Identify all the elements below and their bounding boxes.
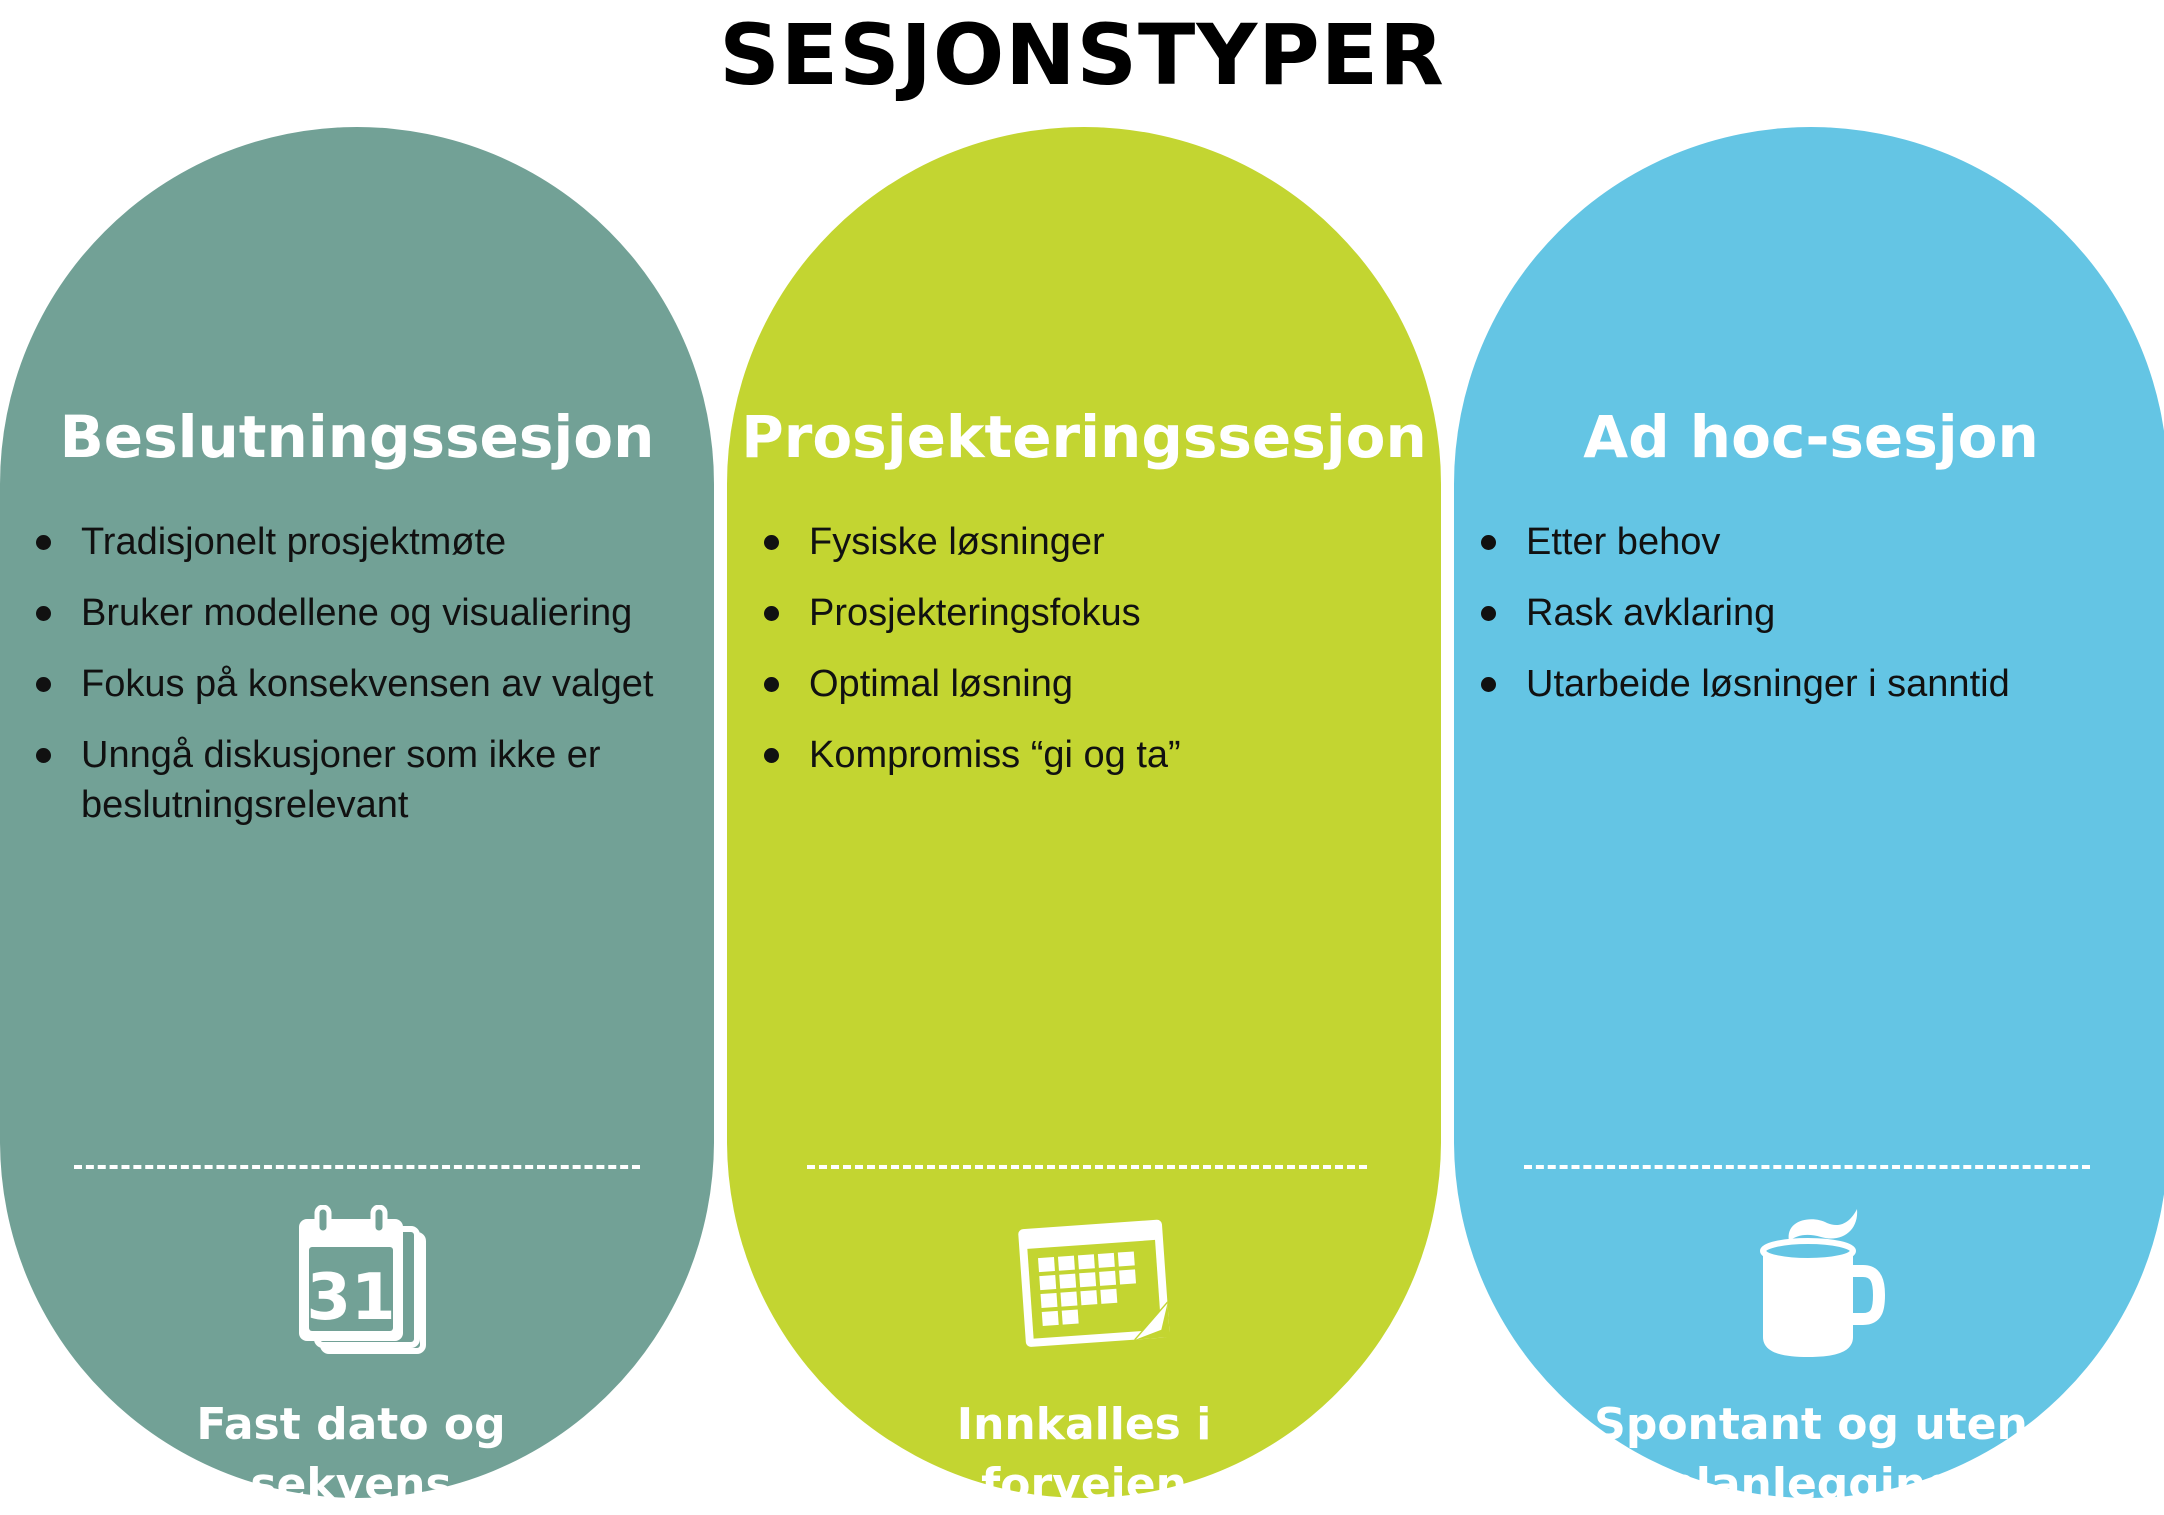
list-item: Tradisjonelt prosjektmøte bbox=[36, 517, 696, 567]
bullet-icon bbox=[1481, 677, 1496, 692]
list-item: Kompromiss “gi og ta” bbox=[764, 730, 1424, 780]
list-item: Fysiske løsninger bbox=[764, 517, 1424, 567]
session-title: Ad hoc-sesjon bbox=[1583, 403, 2039, 471]
bullet-icon bbox=[764, 748, 779, 763]
session-title: Prosjekteringssesjon bbox=[741, 403, 1427, 471]
bullet-icon bbox=[764, 677, 779, 692]
session-card-decision: Beslutningssesjon Tradisjonelt prosjektm… bbox=[0, 127, 714, 1510]
bullet-icon bbox=[1481, 535, 1496, 550]
session-title: Beslutningssesjon bbox=[59, 403, 655, 471]
list-item: Fokus på konsekvensen av valget bbox=[36, 659, 696, 709]
list-item: Prosjekteringsfokus bbox=[764, 588, 1424, 638]
bullet-icon bbox=[764, 535, 779, 550]
session-footer: Spontant og uten planlegging bbox=[1594, 1399, 2028, 1510]
list-item: Unngå diskusjoner som ikke er beslutning… bbox=[36, 730, 696, 830]
bullet-icon bbox=[36, 748, 51, 763]
list-item: Etter behov bbox=[1481, 517, 2151, 567]
list-item: Optimal løsning bbox=[764, 659, 1424, 709]
calendar-31-icon: 31 bbox=[227, 1205, 487, 1365]
session-card-adhoc: Ad hoc-sesjon Etter behov Rask avklaring… bbox=[1454, 127, 2164, 1510]
bullet-icon bbox=[36, 677, 51, 692]
list-item: Bruker modellene og visualiering bbox=[36, 588, 696, 638]
bullet-list: Etter behov Rask avklaring Utarbeide løs… bbox=[1481, 517, 2151, 730]
coffee-mug-icon bbox=[1681, 1205, 1941, 1365]
dashed-divider bbox=[74, 1165, 640, 1169]
bullet-icon bbox=[36, 535, 51, 550]
list-item: Rask avklaring bbox=[1481, 588, 2151, 638]
calendar-grid-icon bbox=[954, 1205, 1214, 1365]
bullet-icon bbox=[1481, 606, 1496, 621]
bullet-list: Fysiske løsninger Prosjekteringsfokus Op… bbox=[764, 517, 1424, 801]
bullet-icon bbox=[764, 606, 779, 621]
dashed-divider bbox=[1524, 1165, 2090, 1169]
session-footer: Fast dato og sekvens bbox=[196, 1399, 506, 1510]
calendar-day-number: 31 bbox=[306, 1261, 395, 1335]
session-card-project: Prosjekteringssesjon Fysiske løsninger P… bbox=[727, 127, 1441, 1510]
list-item: Utarbeide løsninger i sanntid bbox=[1481, 659, 2151, 709]
dashed-divider bbox=[807, 1165, 1367, 1169]
session-footer: Innkalles i forveien bbox=[956, 1399, 1212, 1510]
bullet-icon bbox=[36, 606, 51, 621]
page-title: SESJONSTYPER bbox=[719, 6, 1445, 104]
bullet-list: Tradisjonelt prosjektmøte Bruker modelle… bbox=[36, 517, 696, 851]
